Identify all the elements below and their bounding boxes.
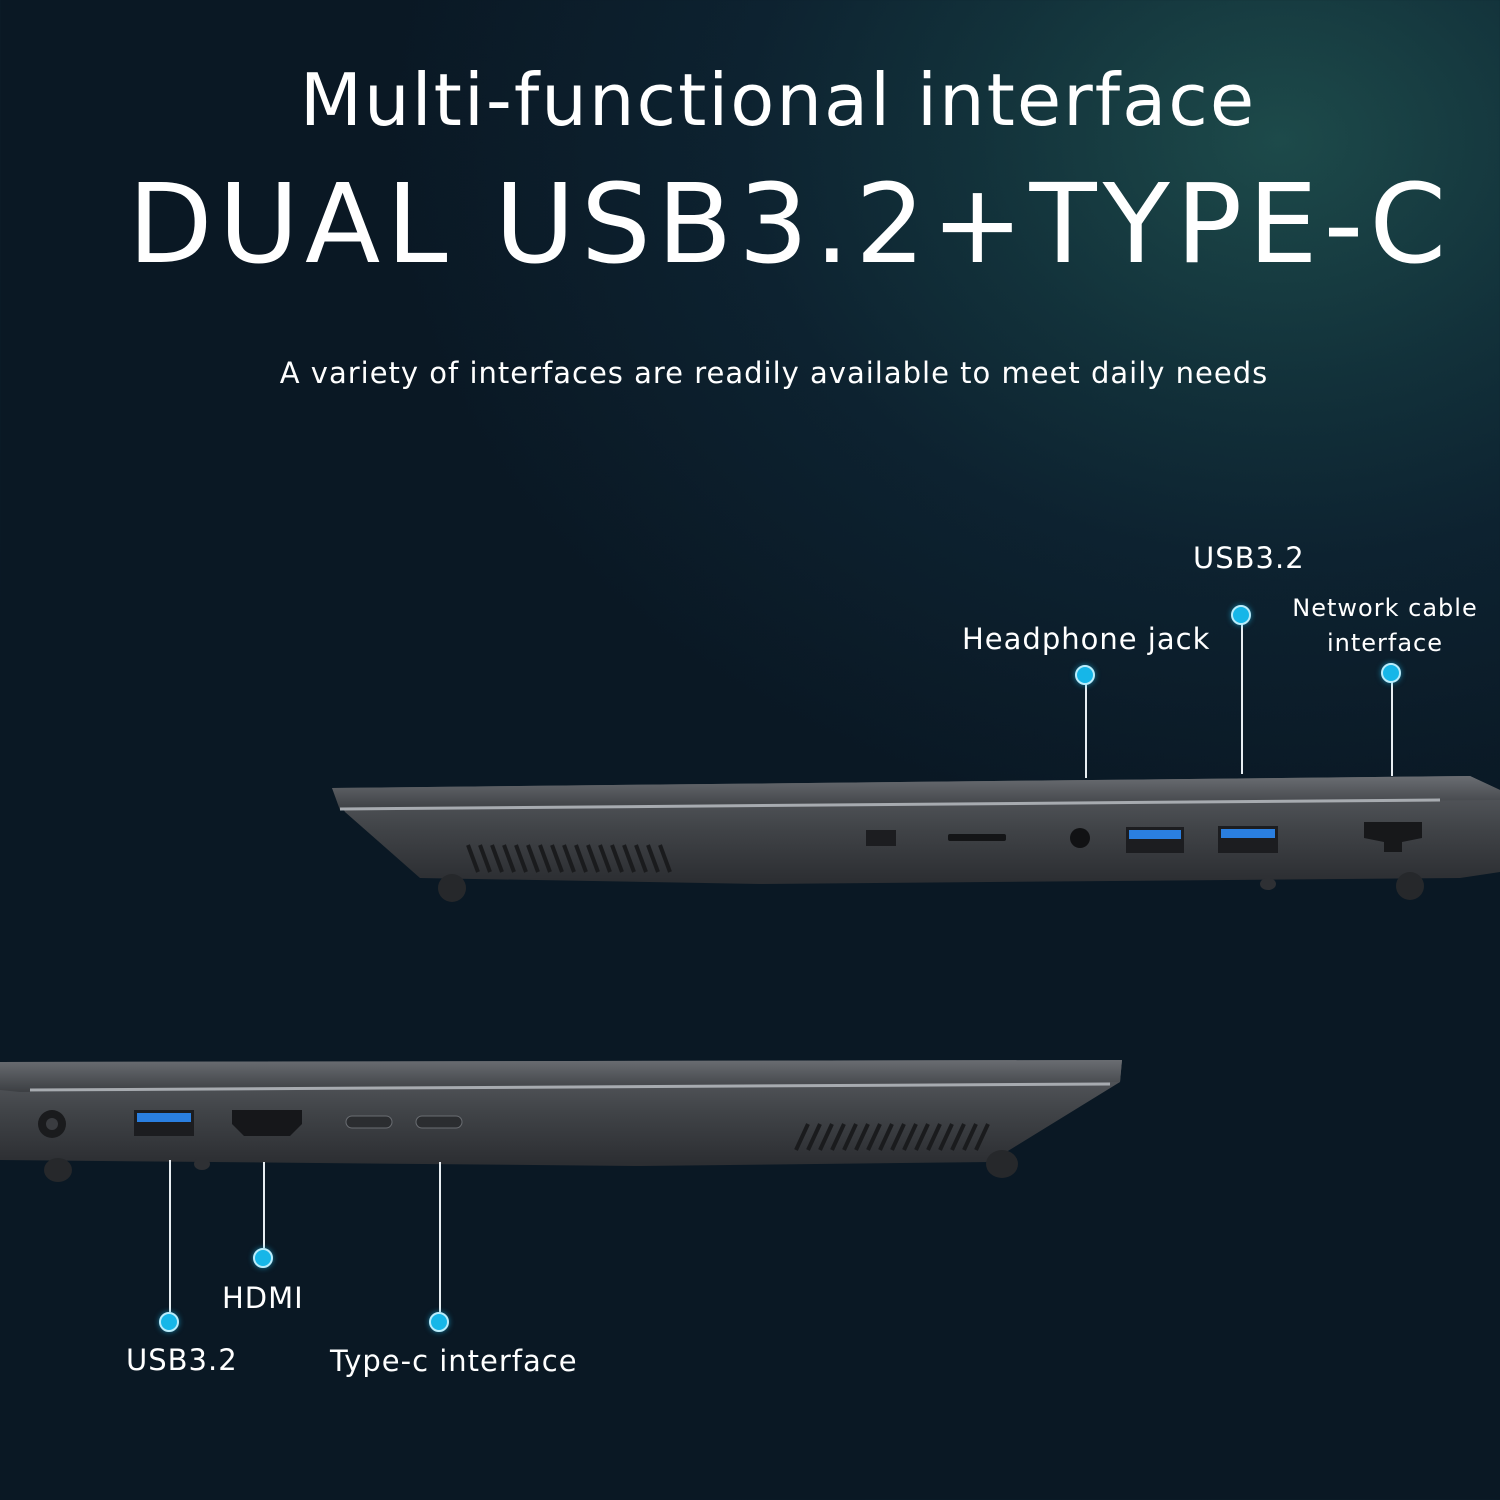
label-typec: Type-c interface [330,1344,578,1378]
vent-grille-right [466,844,672,873]
laptop-left-side [0,1060,1122,1182]
vent-grille-left [794,1123,990,1151]
leader-line-typec [439,1162,441,1312]
sd-card-slot [948,834,1006,841]
label-usb-left: USB3.2 [126,1343,238,1377]
page-subtitle: A variety of interfaces are readily avai… [279,356,1269,390]
leader-line-network [1391,682,1393,776]
leader-line-usb-right [1241,624,1243,774]
ethernet-port [1364,822,1422,852]
label-network-cable: Network cable interface [1290,591,1480,661]
label-hdmi: HDMI [222,1281,304,1315]
callout-dot-usb-left [159,1312,179,1332]
hdmi-port [232,1110,302,1136]
label-network-line2: interface [1326,629,1444,657]
callout-dot-network [1381,663,1401,683]
page-title: Multi-functional interface [299,58,1257,142]
callout-dot-hdmi [253,1248,273,1268]
callout-dot-headphone [1075,665,1095,685]
leader-line-headphone [1085,684,1087,778]
lock-slot [866,830,896,846]
label-network-line1: Network cable [1292,594,1478,622]
label-usb-right: USB3.2 [1193,541,1305,575]
leader-line-usb-left [169,1160,171,1312]
typec-port-2 [415,1115,463,1129]
page-headline: DUAL USB3.2+TYPE-C [127,160,1453,288]
callout-dot-typec [429,1312,449,1332]
typec-port-1 [345,1115,393,1129]
laptop-right-side [332,776,1500,902]
headphone-port [1070,828,1090,848]
label-headphone-jack: Headphone jack [962,622,1211,656]
leader-line-hdmi [263,1162,265,1248]
callout-dot-usb-right [1231,605,1251,625]
